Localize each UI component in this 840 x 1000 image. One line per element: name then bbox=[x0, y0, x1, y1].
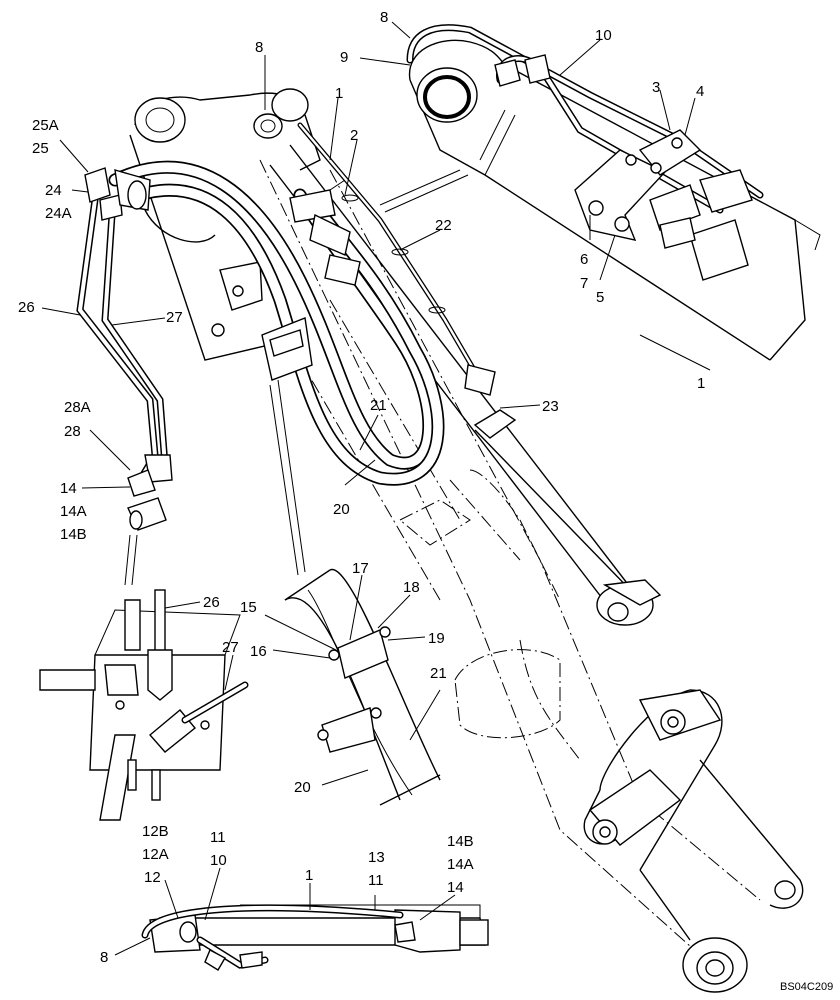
callout-27: 27 bbox=[166, 309, 183, 326]
callout-26: 26 bbox=[18, 299, 35, 316]
callout-28: 28 bbox=[64, 423, 81, 440]
callout-25a: 25A bbox=[32, 117, 59, 134]
callout-8b: 8 bbox=[255, 39, 263, 56]
callout-8c: 8 bbox=[100, 949, 108, 966]
callout-19: 19 bbox=[428, 630, 445, 647]
callout-21b: 21 bbox=[430, 665, 447, 682]
callout-14b-2: 14B bbox=[447, 833, 474, 850]
callout-9: 9 bbox=[340, 49, 348, 66]
callout-20: 20 bbox=[333, 501, 350, 518]
leader-lines bbox=[41, 21, 711, 956]
callout-24: 24 bbox=[45, 182, 62, 199]
callout-20b: 20 bbox=[294, 779, 311, 796]
callout-28a: 28A bbox=[64, 399, 91, 416]
callout-1b: 1 bbox=[697, 375, 705, 392]
callout-14-2: 14 bbox=[447, 879, 464, 896]
callout-7: 7 bbox=[580, 275, 588, 292]
linkage bbox=[583, 689, 804, 993]
callout-14: 14 bbox=[60, 480, 77, 497]
callout-12a: 12A bbox=[142, 846, 169, 863]
callout-17: 17 bbox=[352, 560, 369, 577]
callout-8: 8 bbox=[380, 9, 388, 26]
tubes-26-27 bbox=[76, 167, 173, 531]
hose-22 bbox=[289, 122, 496, 396]
callout-3: 3 bbox=[652, 79, 660, 96]
detail-arm-top bbox=[406, 24, 821, 361]
callout-1: 1 bbox=[335, 85, 343, 102]
callout-25: 25 bbox=[32, 140, 49, 157]
callout-21: 21 bbox=[370, 397, 387, 414]
callout-4: 4 bbox=[696, 83, 704, 100]
callout-10b: 10 bbox=[210, 852, 227, 869]
callout-12: 12 bbox=[144, 869, 161, 886]
callout-16: 16 bbox=[250, 643, 267, 660]
callout-26b: 26 bbox=[203, 594, 220, 611]
callout-5: 5 bbox=[596, 289, 604, 306]
callout-15: 15 bbox=[240, 599, 257, 616]
callout-12b: 12B bbox=[142, 823, 169, 840]
detail-cylinder-bottom bbox=[141, 904, 489, 971]
callout-14a-2: 14A bbox=[447, 856, 474, 873]
callout-24a: 24A bbox=[45, 205, 72, 222]
callout-10: 10 bbox=[595, 27, 612, 44]
callout-23: 23 bbox=[542, 398, 559, 415]
callout-22: 22 bbox=[435, 217, 452, 234]
callout-14a: 14A bbox=[60, 503, 87, 520]
detail-valve bbox=[39, 534, 249, 821]
hoses-20-21 bbox=[108, 160, 445, 486]
drawing-code: BS04C209 bbox=[780, 981, 833, 993]
detail-clamp bbox=[269, 379, 441, 806]
callout-1c: 1 bbox=[305, 867, 313, 884]
callout-11b: 11 bbox=[368, 872, 384, 889]
callout-6: 6 bbox=[580, 251, 588, 268]
callout-11: 11 bbox=[210, 829, 226, 846]
callout-27b: 27 bbox=[222, 639, 239, 656]
callout-14b: 14B bbox=[60, 526, 87, 543]
callout-2: 2 bbox=[350, 127, 358, 144]
callout-13: 13 bbox=[368, 849, 385, 866]
callout-labels: 8 9 10 3 4 8 1 2 25A 25 24 24A 22 6 7 5 … bbox=[18, 9, 833, 993]
callout-18: 18 bbox=[403, 579, 420, 596]
